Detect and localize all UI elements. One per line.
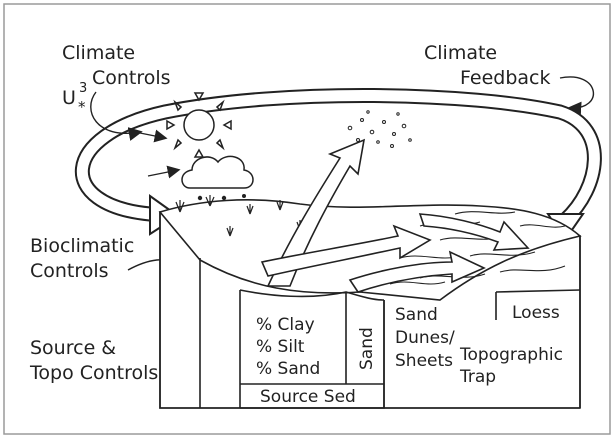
svg-text:Trap: Trap bbox=[459, 367, 496, 387]
insolation-arrow-1 bbox=[135, 132, 165, 138]
svg-text:Climate: Climate bbox=[62, 42, 135, 64]
svg-text:% Sand: % Sand bbox=[256, 359, 320, 379]
climate-feedback-pointer bbox=[560, 77, 593, 108]
svg-text:Climate: Climate bbox=[424, 42, 497, 64]
svg-text:Controls: Controls bbox=[30, 260, 109, 282]
svg-text:% Clay: % Clay bbox=[256, 315, 315, 335]
source-sed-label: Source Sed bbox=[260, 387, 356, 407]
svg-text:Sheets: Sheets bbox=[395, 351, 453, 371]
svg-text:Sand: Sand bbox=[395, 305, 438, 325]
cloud-icon bbox=[182, 156, 253, 188]
sand-column-label: Sand bbox=[357, 327, 377, 370]
svg-text:3: 3 bbox=[79, 81, 87, 96]
svg-text:Topographic: Topographic bbox=[459, 345, 563, 365]
svg-text:Source &: Source & bbox=[30, 337, 116, 359]
svg-text:U: U bbox=[62, 87, 76, 109]
source-topo-controls-label: Source & Topo Controls bbox=[29, 337, 158, 384]
svg-text:Feedback: Feedback bbox=[460, 67, 550, 89]
svg-text:Bioclimatic: Bioclimatic bbox=[30, 235, 134, 257]
svg-text:Dunes/: Dunes/ bbox=[395, 328, 455, 348]
svg-text:Topo Controls: Topo Controls bbox=[29, 362, 158, 384]
climate-feedback-label: Climate Feedback bbox=[424, 42, 550, 89]
loess-label: Loess bbox=[512, 303, 560, 323]
svg-text:% Silt: % Silt bbox=[256, 337, 305, 357]
svg-text:*: * bbox=[78, 98, 86, 116]
insolation-arrow-2 bbox=[148, 170, 178, 176]
bioclimatic-controls-label: Bioclimatic Controls bbox=[30, 235, 134, 282]
u-star-label: U 3 * bbox=[62, 81, 87, 116]
svg-text:Controls: Controls bbox=[92, 67, 171, 89]
